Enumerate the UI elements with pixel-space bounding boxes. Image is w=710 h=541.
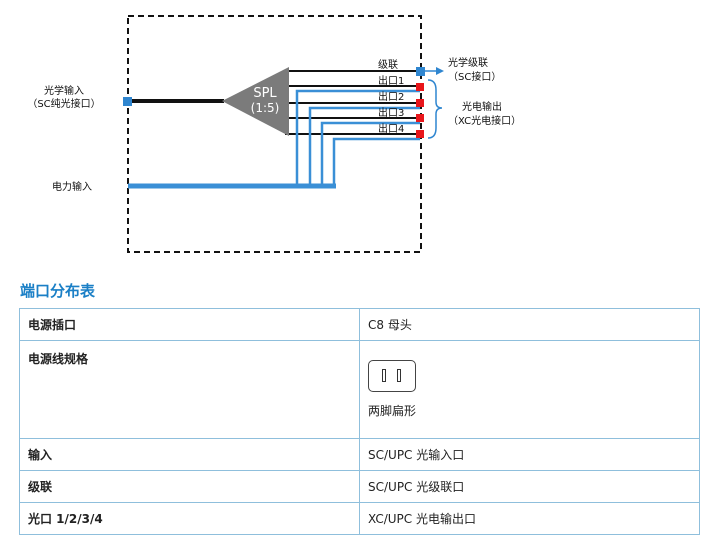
row-value: 两脚扁形 (368, 404, 417, 418)
row-value: SC/UPC 光输入口 (359, 438, 700, 471)
power-input-label: 电力输入 (52, 180, 92, 193)
plug-pin-right (397, 369, 401, 382)
table-row: 级联 SC/UPC 光级联口 (19, 470, 700, 503)
port4-label: 出口4 (378, 122, 404, 135)
splitter-triangle (222, 67, 289, 136)
row-value: SC/UPC 光级联口 (359, 470, 700, 503)
splitter-diagram: SPL (1:5) 光学输入 （SC纯光接口） 电力输入 级联 出口1 出口2 … (27, 15, 521, 253)
plug-pin-left (382, 369, 386, 382)
cascade-label: 级联 (378, 59, 398, 71)
table-row: 光口 1/2/3/4 XC/UPC 光电输出口 (19, 502, 700, 535)
row-key: 级联 (19, 470, 360, 503)
output-brace-icon (427, 79, 443, 139)
row-value-cell: 两脚扁形 (359, 340, 700, 439)
row-key: 电源线规格 (19, 340, 360, 439)
port3-label: 出口3 (378, 106, 404, 119)
row-key: 电源插口 (19, 308, 360, 341)
cascade-port (416, 67, 425, 76)
splitter-name: SPL (253, 86, 277, 101)
port1-connector (416, 83, 424, 91)
optical-cascade-label: 光学级联 (448, 56, 488, 69)
photo-output-sublabel: （XC光电接口） (448, 114, 521, 127)
port2-label: 出口2 (378, 90, 404, 103)
port4-connector (416, 130, 424, 138)
port-table: 电源插口 C8 母头 电源线规格 两脚扁形 输入 SC/UPC 光输入口 级联 … (19, 308, 700, 535)
port1-label: 出口1 (378, 74, 404, 87)
cascade-arrow-icon (436, 67, 444, 75)
power-branches (295, 89, 420, 186)
optical-input-label: 光学输入 (44, 84, 84, 97)
port2-connector (416, 99, 424, 107)
splitter-ratio: (1:5) (251, 101, 280, 115)
port3-connector (416, 114, 424, 122)
row-key: 光口 1/2/3/4 (19, 502, 360, 535)
row-value: C8 母头 (359, 308, 700, 341)
table-row: 电源线规格 两脚扁形 (19, 340, 700, 439)
table-row: 电源插口 C8 母头 (19, 308, 700, 341)
row-key: 输入 (19, 438, 360, 471)
section-title: 端口分布表 (20, 282, 96, 300)
table-row: 输入 SC/UPC 光输入口 (19, 438, 700, 471)
optical-input-sublabel: （SC纯光接口） (27, 97, 100, 110)
photo-output-label: 光电输出 (462, 100, 502, 113)
two-pin-flat-plug-icon (368, 360, 416, 392)
optical-input-port (123, 97, 132, 106)
row-value: XC/UPC 光电输出口 (359, 502, 700, 535)
optical-cascade-sublabel: （SC接口） (448, 70, 501, 83)
